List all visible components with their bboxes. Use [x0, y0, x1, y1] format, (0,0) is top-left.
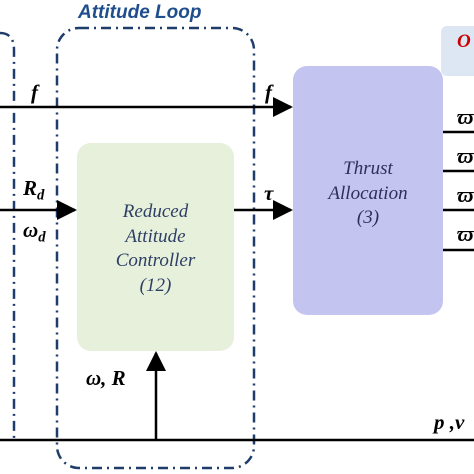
allocation-block: Thrust Allocation (3): [293, 157, 443, 231]
output-label-3: ϖ: [457, 182, 474, 207]
tau-label: τ: [264, 181, 274, 205]
controller-line-4: (12): [139, 275, 172, 297]
feedback-label: ω, R: [86, 366, 126, 390]
wd-label-main: ω: [23, 218, 39, 242]
partial-legend-label: O: [457, 31, 471, 52]
controller-line-1: Reduced: [122, 201, 189, 222]
rd-label-sub: d: [37, 187, 45, 204]
f-label-right: f: [265, 80, 272, 104]
allocation-line-2: Allocation: [328, 182, 408, 204]
state-label: p ,v: [434, 410, 465, 434]
attitude-loop-title: Attitude Loop: [78, 2, 202, 23]
wd-label: ωd: [23, 218, 46, 245]
output-label-4: ϖ: [457, 221, 474, 246]
controller-line-2: Attitude: [125, 225, 186, 247]
controller-block-shape: [77, 143, 234, 351]
output-label-1: ϖ: [457, 104, 474, 129]
partial-legend-box: [441, 26, 474, 76]
controller-line-3: Controller: [115, 250, 196, 272]
rd-label: Rd: [23, 176, 44, 203]
left-loop-boundary: [0, 31, 16, 440]
wd-label-sub: d: [38, 229, 46, 246]
rd-label-main: R: [23, 176, 38, 200]
allocation-line-1: Thrust: [343, 158, 393, 179]
controller-block: Reduced Attitude Controller (12): [77, 200, 234, 299]
allocation-block-shape: [293, 66, 443, 315]
output-label-2: ϖ: [457, 143, 474, 168]
f-label-left: f: [31, 80, 38, 104]
allocation-line-3: (3): [356, 207, 380, 229]
